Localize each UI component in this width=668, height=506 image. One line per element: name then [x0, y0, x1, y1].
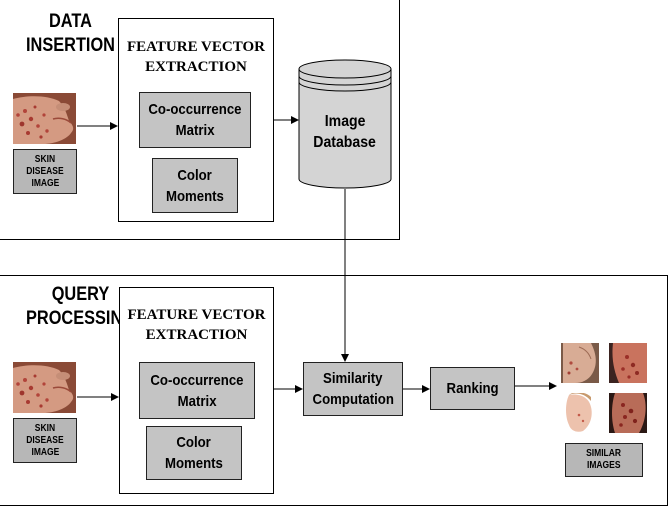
data-insertion-title: DATA INSERTION — [26, 10, 115, 58]
query-feature-vector-extraction-title-line2: EXTRACTION — [145, 327, 248, 343]
similar-image-3 — [561, 393, 599, 433]
data-insertion-title-line1: DATA — [49, 11, 92, 32]
cooccurrence-matrix-line2: Matrix — [175, 122, 215, 139]
query-color-moments-box: Color Moments — [146, 426, 242, 480]
skin-disease-label-line3: IMAGE — [31, 177, 59, 189]
query-processing-title: QUERY PROCESSING — [26, 283, 135, 331]
skin-disease-label-line1: SKIN — [34, 153, 56, 165]
ranking-label: Ranking — [446, 380, 499, 397]
similar-image-4 — [609, 393, 647, 433]
query-skin-disease-label-line2: DISEASE — [26, 434, 64, 446]
color-moments-line1: Color — [177, 166, 213, 184]
similarity-computation-line1: Similarity — [323, 370, 383, 387]
similar-face-photo-1-icon — [561, 343, 599, 383]
similarity-computation-line2: Computation — [312, 391, 394, 408]
color-moments-box: Color Moments — [152, 158, 238, 213]
similar-images-label-line1: SIMILAR — [586, 448, 622, 459]
query-cooccurrence-matrix-line2: Matrix — [177, 392, 217, 410]
query-cooccurrence-matrix-line1: Co-occurrence — [150, 371, 244, 389]
query-skin-disease-image — [13, 362, 76, 413]
feature-vector-extraction-title-line1: FEATURE VECTOR — [127, 39, 265, 55]
query-color-moments-line1: Color — [176, 434, 212, 451]
similar-face-photo-3-icon — [561, 393, 599, 433]
feature-vector-extraction-title: FEATURE VECTOR EXTRACTION — [119, 37, 273, 77]
query-face-photo-icon — [13, 362, 76, 413]
skin-disease-label: SKIN DISEASE IMAGE — [13, 149, 77, 194]
skin-disease-input-image — [13, 93, 76, 144]
feature-vector-extraction-title-line2: EXTRACTION — [145, 59, 247, 75]
similar-face-photo-2-icon — [609, 343, 647, 383]
image-database-label: Image Database — [300, 108, 390, 156]
similar-images-label: SIMILAR IMAGES — [565, 443, 643, 477]
skin-disease-label-line2: DISEASE — [26, 165, 64, 177]
data-insertion-title-line2: INSERTION — [26, 35, 115, 56]
similar-image-1 — [561, 343, 599, 383]
face-photo-icon — [13, 93, 76, 144]
query-cooccurrence-matrix-box: Co-occurrence Matrix — [139, 362, 255, 419]
cooccurrence-matrix-box: Co-occurrence Matrix — [139, 92, 251, 148]
color-moments-line2: Moments — [166, 187, 224, 205]
image-database-line1: Image — [324, 113, 366, 130]
query-skin-disease-label-line3: IMAGE — [31, 446, 59, 458]
query-skin-disease-label-line1: SKIN — [34, 422, 56, 434]
query-processing-title-line2: PROCESSING — [26, 308, 135, 329]
similar-images-label-line2: IMAGES — [587, 460, 621, 471]
query-feature-vector-extraction-title-line1: FEATURE VECTOR — [127, 307, 266, 323]
query-color-moments-line2: Moments — [165, 455, 223, 472]
ranking-box: Ranking — [430, 367, 515, 410]
query-processing-title-line1: QUERY — [51, 284, 110, 305]
cooccurrence-matrix-line1: Co-occurrence — [148, 101, 242, 118]
query-feature-vector-extraction-title: FEATURE VECTOR EXTRACTION — [120, 305, 273, 345]
image-database-line2: Database — [313, 134, 377, 151]
query-skin-disease-label: SKIN DISEASE IMAGE — [13, 418, 77, 463]
similarity-computation-box: Similarity Computation — [303, 362, 403, 416]
similar-face-photo-4-icon — [609, 393, 647, 433]
similar-image-2 — [609, 343, 647, 383]
